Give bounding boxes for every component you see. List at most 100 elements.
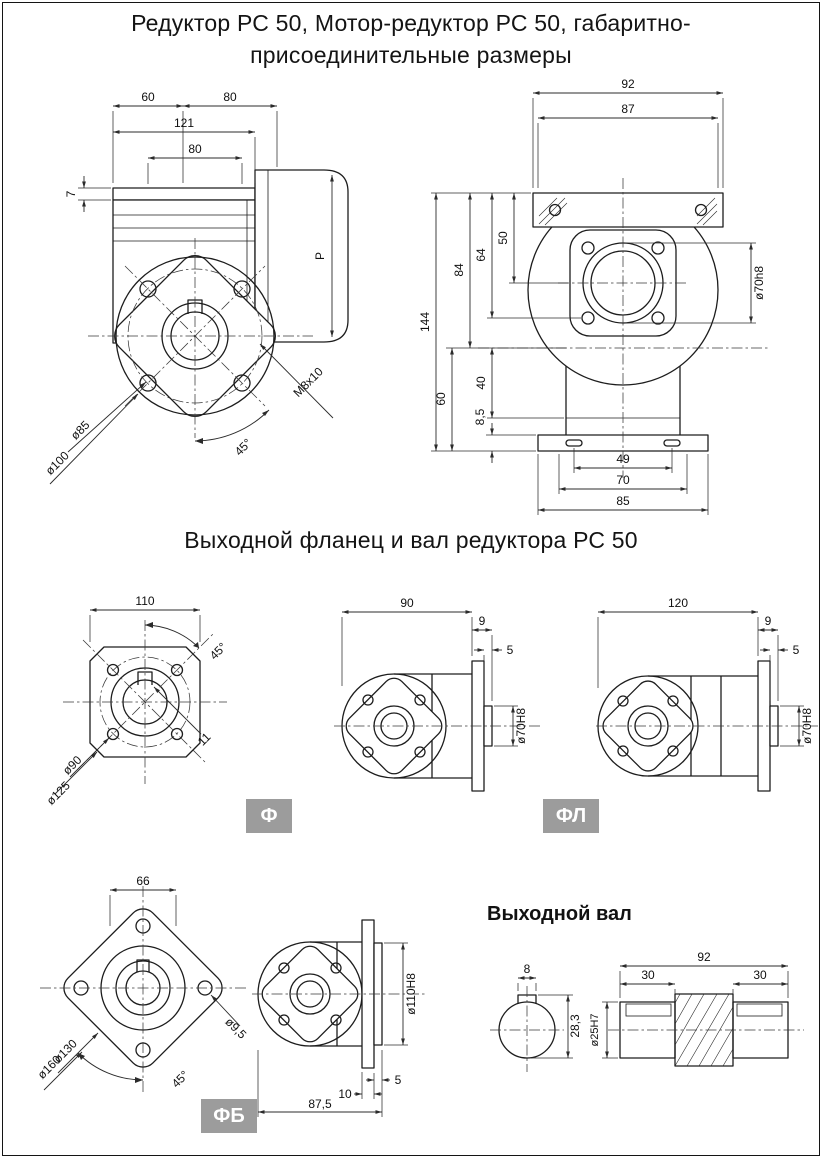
dim-30-right: 30 bbox=[753, 968, 767, 982]
bolt-hole bbox=[362, 746, 374, 758]
keyway bbox=[137, 671, 153, 685]
dim-arrowhead bbox=[490, 411, 494, 418]
dim-arrowhead bbox=[145, 622, 153, 628]
bolt-hole bbox=[233, 374, 251, 392]
badge-fb: ФБ bbox=[201, 1099, 257, 1133]
bolt-hole bbox=[414, 694, 426, 706]
dim-arrowhead bbox=[733, 982, 740, 986]
dim-60: 60 bbox=[434, 392, 448, 406]
flange-fl-side-view: 120 9 5 ø70H8 bbox=[596, 596, 818, 792]
dim-arrowhead bbox=[260, 344, 266, 350]
bolt-hole bbox=[278, 962, 290, 974]
dim-arrowhead bbox=[154, 687, 160, 693]
dim-arrowhead bbox=[82, 181, 86, 188]
dim-arrowhead bbox=[472, 628, 479, 632]
dim-arrowhead bbox=[781, 982, 788, 986]
dim-arrowhead bbox=[716, 91, 723, 95]
dim-arrowhead bbox=[797, 706, 801, 713]
bolt-hole bbox=[139, 280, 157, 298]
dim-66: 66 bbox=[136, 874, 150, 888]
dim-40: 40 bbox=[474, 376, 488, 390]
bolt-hole bbox=[667, 695, 679, 707]
dim-arrowhead bbox=[620, 964, 627, 968]
centerlines bbox=[63, 620, 227, 784]
dim-92: 92 bbox=[621, 77, 635, 91]
dim-arrowhead bbox=[511, 739, 515, 746]
dim-80-flange: 80 bbox=[188, 142, 202, 156]
dim-110: 110 bbox=[135, 594, 154, 608]
bolt-hole bbox=[414, 746, 426, 758]
dim-arrowhead bbox=[468, 193, 472, 200]
dim-arrowhead bbox=[235, 156, 242, 160]
dim-arrowhead bbox=[511, 706, 515, 713]
dim-80-top: 80 bbox=[223, 90, 237, 104]
dim-70h8: ø70H8 bbox=[800, 708, 814, 744]
dim-28-3: 28,3 bbox=[568, 1014, 582, 1038]
dim-5: 5 bbox=[395, 1073, 402, 1087]
bolt-hole bbox=[362, 694, 374, 706]
output-shaft-view: 8 28,3 92 30 30 ø25H7 bbox=[490, 950, 804, 1072]
keyway-left bbox=[625, 1003, 672, 1017]
dim-120: 120 bbox=[668, 596, 688, 610]
dim-9: 9 bbox=[765, 614, 772, 628]
bolt-hole bbox=[106, 727, 120, 741]
dim-arrowhead bbox=[529, 976, 536, 980]
bolt-hole bbox=[233, 280, 251, 298]
dim-arrowhead bbox=[76, 1052, 82, 1058]
dim-arrowhead bbox=[797, 739, 801, 746]
dim-arrowhead bbox=[559, 487, 566, 491]
dim-arrowhead bbox=[751, 610, 758, 614]
gearbox-front-view: 92 87 144 84 64 50 60 40 8,5 ø70h8 49 70… bbox=[418, 77, 768, 515]
mount-hole bbox=[694, 203, 708, 217]
foot-slot bbox=[663, 439, 681, 447]
badge-fl: ФЛ bbox=[543, 799, 599, 833]
mount-hole bbox=[548, 203, 562, 217]
dimensions: 120 9 5 ø70H8 bbox=[597, 596, 814, 747]
dim-arrowhead bbox=[374, 1092, 381, 1096]
bolt-hole bbox=[170, 727, 184, 741]
dim-30-left: 30 bbox=[641, 968, 655, 982]
dim-arrowhead bbox=[262, 410, 269, 416]
dim-49: 49 bbox=[616, 452, 630, 466]
dim-arrowhead bbox=[92, 1033, 98, 1039]
bolt-hole bbox=[106, 663, 120, 677]
dimensions: ø110H8 5 10 87,5 bbox=[257, 942, 418, 1117]
dim-70: 70 bbox=[616, 473, 630, 487]
bolt-hole bbox=[139, 374, 157, 392]
top-plate bbox=[532, 192, 724, 228]
dim-spigot-100: ø100 bbox=[43, 448, 72, 477]
page-title-line1: Редуктор РС 50, Мотор-редуктор РС 50, га… bbox=[131, 10, 691, 36]
flange-section-title: Выходной фланец и вал редуктора РС 50 bbox=[184, 527, 638, 553]
dim-arrowhead bbox=[248, 130, 255, 134]
dim-arrowhead bbox=[450, 348, 454, 355]
dim-arrowhead bbox=[668, 982, 675, 986]
dim-70h8: ø70H8 bbox=[514, 708, 528, 744]
flange-fb-front-view: 66 ø130 ø160 45° ø9,5 bbox=[35, 874, 249, 1093]
dim-arrowhead bbox=[211, 995, 217, 1002]
bolt-hole bbox=[617, 745, 629, 757]
dim-arrowhead bbox=[781, 964, 788, 968]
dimensions: 92 87 144 84 64 50 60 40 8,5 ø70h8 49 70… bbox=[418, 77, 766, 515]
centerlines bbox=[40, 886, 248, 1093]
dim-arrowhead bbox=[477, 648, 484, 652]
bolt-hole bbox=[581, 311, 595, 325]
bolt-hole bbox=[330, 962, 342, 974]
dim-121: 121 bbox=[174, 116, 194, 130]
dim-arrowhead bbox=[490, 311, 494, 318]
dim-arrowhead bbox=[367, 1078, 374, 1082]
dim-arrowhead bbox=[492, 648, 499, 652]
dim-arrowhead bbox=[139, 382, 146, 388]
dim-85: 85 bbox=[616, 494, 630, 508]
dim-arrowhead bbox=[538, 116, 545, 120]
dim-arrowhead bbox=[490, 428, 494, 435]
dim-arrowhead bbox=[169, 888, 176, 892]
dim-7: 7 bbox=[64, 190, 78, 197]
dim-arrowhead bbox=[518, 976, 525, 980]
dim-90: 90 bbox=[400, 596, 414, 610]
foot-slot bbox=[565, 439, 583, 447]
bolt-hole bbox=[667, 745, 679, 757]
dim-arrowhead bbox=[132, 394, 138, 400]
dim-arrowhead bbox=[195, 438, 203, 444]
dim-arrowhead bbox=[103, 738, 109, 744]
flange-f-side-view: 90 9 5 ø70H8 bbox=[334, 596, 540, 792]
